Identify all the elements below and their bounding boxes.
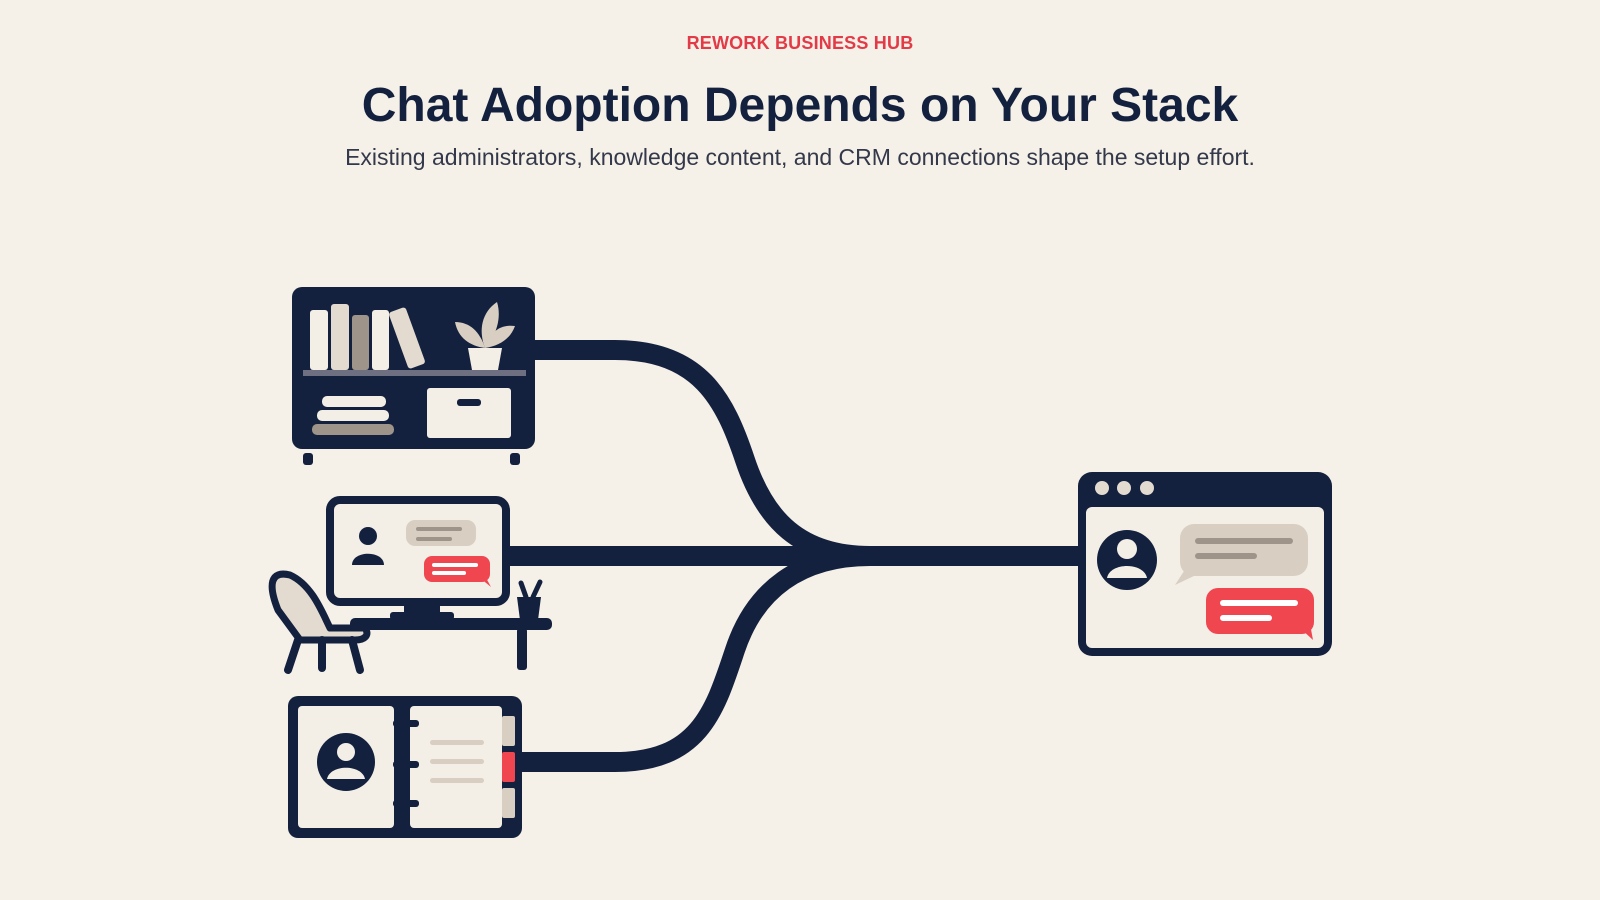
brand-label: REWORK BUSINESS HUB	[686, 33, 914, 53]
connector-knowledge	[520, 340, 1088, 566]
connector-crm	[508, 546, 880, 772]
page-title: Chat Adoption Depends on Your Stack	[361, 79, 1239, 132]
computer-desk-icon	[268, 496, 552, 674]
chat-window-icon	[1078, 472, 1332, 656]
connector-lines	[490, 340, 1088, 772]
bookshelf-icon	[292, 287, 535, 465]
page-subtitle: Existing administrators, knowledge conte…	[345, 144, 1255, 170]
contact-book-icon	[288, 696, 522, 838]
